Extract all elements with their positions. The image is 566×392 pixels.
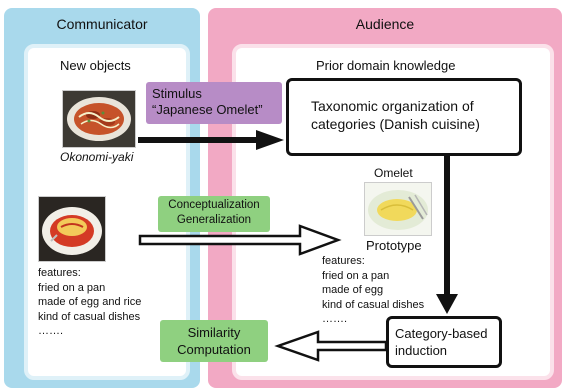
feature-item: kind of casual dishes — [38, 310, 141, 323]
communicator-features: features: fried on a pan made of egg and… — [38, 266, 141, 339]
audience-features: features: fried on a pan made of egg kin… — [322, 254, 424, 327]
induction-box: Category-based induction — [386, 316, 502, 368]
okonomiyaki-caption: Okonomi-yaki — [60, 150, 134, 164]
conceptualization-title: Conceptualization — [168, 199, 260, 211]
features-title: features: — [322, 255, 365, 267]
prior-knowledge-heading: Prior domain knowledge — [316, 58, 456, 73]
stimulus-text: “Japanese Omelet” — [152, 102, 263, 117]
similarity-label: Similarity Computation — [160, 320, 268, 362]
omurice-photo — [38, 196, 106, 262]
feature-item: ……. — [38, 325, 64, 337]
stimulus-title: Stimulus — [152, 86, 202, 101]
similarity-arrow — [274, 330, 388, 362]
communicator-title: Communicator — [56, 16, 148, 32]
generalization-title: Generalization — [176, 214, 252, 226]
feature-item: ……. — [322, 313, 348, 325]
knowledge-arrow — [436, 156, 458, 314]
okonomiyaki-photo — [62, 90, 136, 148]
omelet-caption: Omelet — [374, 166, 413, 180]
computation-title: Computation — [177, 342, 251, 357]
feature-item: fried on a pan — [38, 281, 106, 294]
similarity-title: Similarity — [187, 325, 241, 340]
conceptualization-arrow — [138, 224, 342, 256]
feature-item: made of egg — [322, 284, 384, 296]
stimulus-arrow — [138, 130, 284, 150]
features-title: features: — [38, 267, 81, 279]
stimulus-label: Stimulus “Japanese Omelet” — [146, 82, 282, 124]
omelet-photo — [364, 182, 432, 236]
feature-item: fried on a pan — [322, 269, 390, 282]
prototype-label: Prototype — [366, 238, 422, 253]
taxonomy-box: Taxonomic organization of categories (Da… — [286, 78, 522, 156]
new-objects-heading: New objects — [60, 58, 131, 73]
audience-title: Audience — [355, 16, 415, 32]
feature-item: kind of casual dishes — [322, 298, 425, 311]
conceptualization-label: Conceptualization Generalization — [158, 196, 270, 232]
feature-item: made of egg and rice — [38, 296, 142, 308]
